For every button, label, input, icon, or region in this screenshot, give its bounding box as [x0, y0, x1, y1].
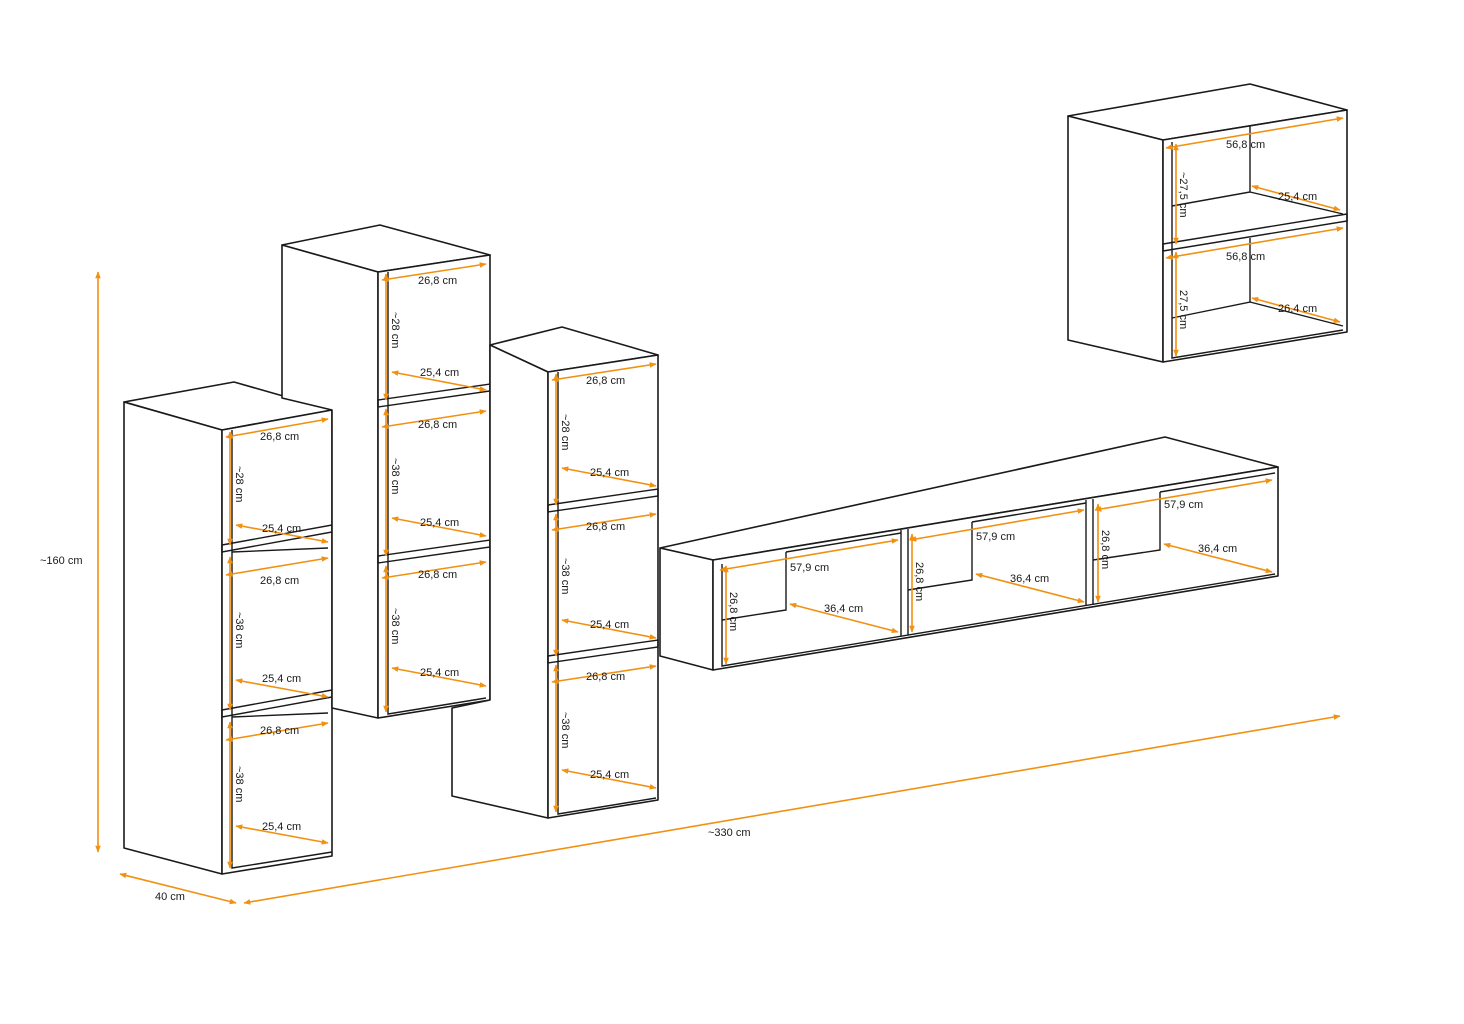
overall-height-label: ~160 cm [40, 555, 83, 567]
tall-top-width: 26,8 cm [418, 275, 457, 287]
mid-mid-depth: 25,4 cm [590, 619, 629, 631]
tv-c2-height: 26,8 cm [913, 562, 925, 601]
box-top-height: ~27,5 cm [1177, 172, 1189, 218]
tall-mid-height: ~38 cm [389, 458, 401, 494]
tv-c1-depth: 36,4 cm [824, 603, 863, 615]
tall-bot-width: 26,8 cm [418, 569, 457, 581]
left-top-width: 26,8 cm [260, 431, 299, 443]
tv-c1-height: 26,8 cm [727, 592, 739, 631]
tall-bot-height: ~38 cm [389, 608, 401, 644]
left-bot-height: ~38 cm [233, 766, 245, 802]
tv-c2-width: 57,9 cm [976, 531, 1015, 543]
mid-mid-height: ~38 cm [559, 558, 571, 594]
tall-top-height: ~28 cm [389, 312, 401, 348]
tv-unit-labels: 57,9 cm 26,8 cm 36,4 cm 57,9 cm 26,8 cm … [727, 499, 1237, 631]
overall-width-label: ~330 cm [708, 827, 751, 839]
box-top-depth: 25,4 cm [1278, 191, 1317, 203]
cabinet-left-column [123, 381, 333, 875]
left-bot-width: 26,8 cm [260, 725, 299, 737]
box-bot-depth: 26,4 cm [1278, 303, 1317, 315]
tv-c1-width: 57,9 cm [790, 562, 829, 574]
tv-c3-width: 57,9 cm [1164, 499, 1203, 511]
mid-bot-height: ~38 cm [559, 712, 571, 748]
mid-column-labels: 26,8 cm ~28 cm 25,4 cm 26,8 cm ~38 cm 25… [559, 375, 629, 781]
tv-c3-height: 26,8 cm [1099, 530, 1111, 569]
wall-box-cabinet [1067, 83, 1348, 363]
dimension-lines [95, 116, 1344, 905]
left-mid-width: 26,8 cm [260, 575, 299, 587]
tall-top-depth: 25,4 cm [420, 367, 459, 379]
box-top-width: 56,8 cm [1226, 139, 1265, 151]
left-top-depth: 25,4 cm [262, 523, 301, 535]
tall-bot-depth: 25,4 cm [420, 667, 459, 679]
wall-box-labels: 56,8 cm ~27,5 cm 25,4 cm 56,8 cm 27,5 cm… [1177, 139, 1317, 329]
mid-top-depth: 25,4 cm [590, 467, 629, 479]
mid-bot-depth: 25,4 cm [590, 769, 629, 781]
overall-labels: ~160 cm ~330 cm 40 cm [40, 555, 751, 903]
mid-top-height: ~28 cm [559, 414, 571, 450]
mid-bot-width: 26,8 cm [586, 671, 625, 683]
left-mid-height: ~38 cm [233, 612, 245, 648]
mid-mid-width: 26,8 cm [586, 521, 625, 533]
left-bot-depth: 25,4 cm [262, 821, 301, 833]
tall-column-labels: 26,8 cm ~28 cm 25,4 cm 26,8 cm ~38 cm 25… [389, 275, 459, 679]
tv-c3-depth: 36,4 cm [1198, 543, 1237, 555]
tv-unit [659, 436, 1279, 671]
left-mid-depth: 25,4 cm [262, 673, 301, 685]
box-bot-width: 56,8 cm [1226, 251, 1265, 263]
tall-mid-depth: 25,4 cm [420, 517, 459, 529]
left-column-labels: 26,8 cm ~28 cm 25,4 cm 26,8 cm ~38 cm 25… [233, 431, 301, 833]
mid-top-width: 26,8 cm [586, 375, 625, 387]
left-top-height: ~28 cm [233, 466, 245, 502]
overall-depth-label: 40 cm [155, 891, 185, 903]
box-bot-height: 27,5 cm [1177, 290, 1189, 329]
tall-mid-width: 26,8 cm [418, 419, 457, 431]
tv-c2-depth: 36,4 cm [1010, 573, 1049, 585]
